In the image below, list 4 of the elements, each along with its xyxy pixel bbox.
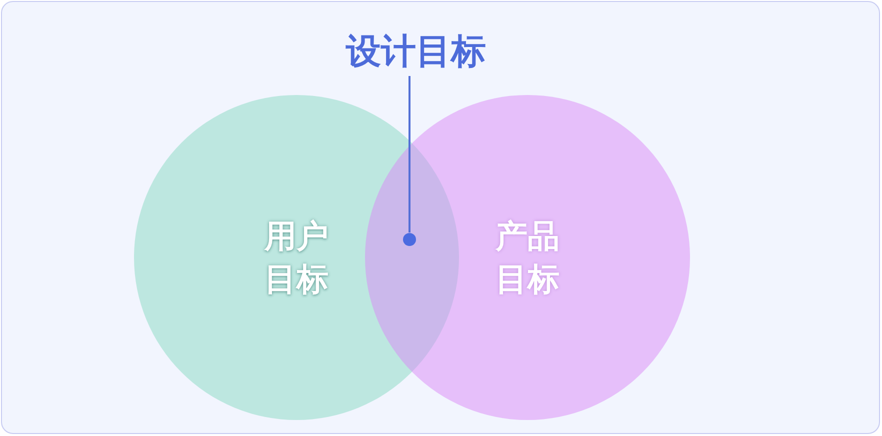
leader-line (408, 76, 410, 232)
callout-label: 设计目标 (330, 28, 502, 76)
circle-label: 产品目标 (494, 216, 560, 300)
circle-label: 用户目标 (263, 216, 330, 300)
